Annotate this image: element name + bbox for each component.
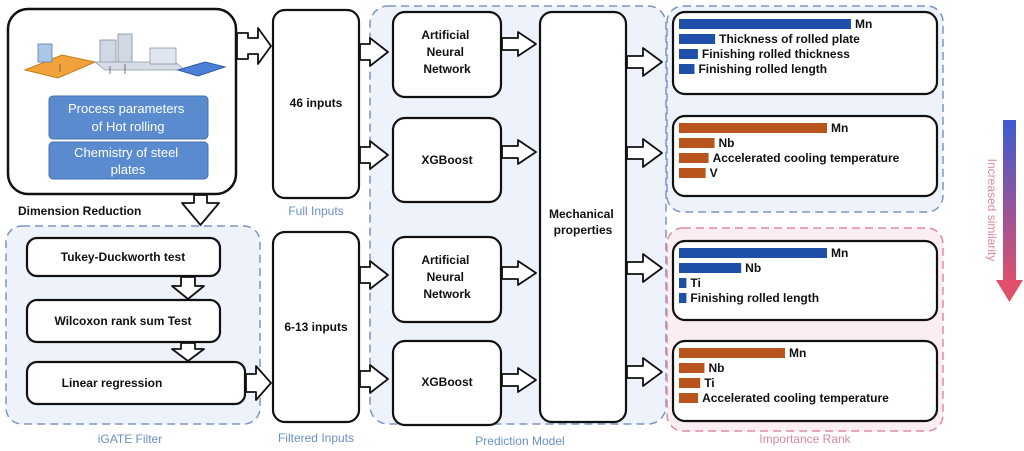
- importance-label-3-1: Mn: [831, 246, 848, 260]
- importance-label-3-4: Finishing rolled length: [690, 291, 819, 305]
- process-parameters-box: [48, 95, 209, 140]
- process-parameters-text: Process parameters of Hot rolling: [68, 101, 188, 134]
- arrow-mech-to-panel2: [626, 138, 663, 168]
- tukey-duckworth-box: [25, 236, 222, 278]
- chemistry-text: Chemistry of steel plates: [74, 145, 182, 177]
- importance-bar-4-4: [679, 393, 699, 403]
- importance-label-3-2: Nb: [745, 261, 761, 275]
- importance-bar-2-2: [679, 138, 715, 148]
- importance-panel-4: [671, 339, 939, 423]
- wilcoxon-box: [25, 298, 222, 344]
- increased-similarity-label: Increased similarity: [985, 159, 999, 262]
- filtered-inputs-box: [271, 230, 361, 424]
- igate-filter-label: iGATE Filter: [98, 432, 162, 446]
- importance-bar-4-1: [679, 348, 785, 358]
- arrow-full-to-xgb: [359, 140, 389, 170]
- importance-bar-2-3: [679, 153, 709, 163]
- arrow-mech-to-panel4: [626, 357, 663, 387]
- importance-bar-1-1: [679, 19, 851, 29]
- importance-label-1-4: Finishing rolled length: [698, 62, 827, 76]
- importance-bar-2-4: [679, 168, 706, 178]
- importance-panel-3: [671, 239, 939, 322]
- importance-bar-3-3: [679, 278, 687, 288]
- full-inputs-box: [271, 8, 361, 200]
- wilcoxon-text: Wilcoxon rank sum Test: [54, 314, 191, 328]
- chemistry-box: [48, 141, 209, 180]
- arrow-input-to-igate: [181, 194, 220, 226]
- importance-label-4-4: Accelerated cooling temperature: [702, 391, 889, 405]
- ann-model-text-1: Artificial Neural Network: [421, 28, 472, 76]
- importance-label-4-3: Ti: [704, 376, 714, 390]
- importance-label-2-4: V: [710, 166, 718, 180]
- importance-label-2-1: Mn: [831, 121, 848, 135]
- importance-label-1-3: Finishing rolled thickness: [702, 47, 850, 61]
- ann-model-text-2: Artificial Neural Network: [421, 253, 472, 301]
- full-inputs-label: Full Inputs: [288, 204, 343, 218]
- similarity-arrow-shaft: [1003, 120, 1016, 284]
- prediction-model-label: Prediction Model: [475, 434, 564, 448]
- rolling-mill-illustration: [23, 33, 227, 79]
- tukey-duckworth-text: Tukey-Duckworth test: [61, 250, 185, 264]
- importance-bar-3-4: [679, 293, 687, 303]
- importance-label-4-2: Nb: [708, 361, 724, 375]
- xgboost-model-box-1: [391, 116, 503, 204]
- arrow-xgb1-to-mech: [501, 139, 537, 165]
- linear-regression-box: [25, 360, 247, 406]
- importance-bar-4-3: [679, 378, 701, 388]
- importance-bar-1-4: [679, 64, 695, 74]
- arrow-filtered-to-xgb: [359, 364, 389, 394]
- arrow-mech-to-panel1: [626, 47, 663, 77]
- mechanical-properties-text: Mechanical properties: [549, 207, 617, 237]
- xgboost-model-text-1: XGBoost: [421, 153, 472, 167]
- importance-bar-3-1: [679, 248, 827, 258]
- dimension-reduction-label: Dimension Reduction: [18, 204, 141, 218]
- arrow-input-to-full: [236, 27, 272, 65]
- ann-model-box-1: [391, 10, 503, 99]
- importance-panel-2: [671, 114, 939, 198]
- importance-bar-4-2: [679, 363, 705, 373]
- importance-bar-2-1: [679, 123, 827, 133]
- similarity-arrow-head: [996, 280, 1023, 302]
- flow-arrows: [171, 27, 663, 401]
- arrow-filtered-to-ann: [359, 260, 389, 290]
- arrow-ann1-to-mech: [501, 31, 537, 57]
- filtered-inputs-label: Filtered Inputs: [278, 431, 354, 445]
- importance-panel-1: [671, 10, 939, 96]
- mechanical-properties-box: [538, 10, 628, 424]
- importance-bar-3-2: [679, 263, 742, 273]
- arrow-full-to-ann: [359, 37, 389, 67]
- arrow-ann2-to-mech: [501, 260, 537, 286]
- importance-label-2-3: Accelerated cooling temperature: [713, 151, 900, 165]
- arrow-mech-to-panel3: [626, 253, 663, 283]
- xgboost-model-text-2: XGBoost: [421, 375, 472, 389]
- importance-rank-label: Importance Rank: [759, 432, 851, 446]
- importance-bar-1-2: [679, 34, 716, 44]
- importance-label-3-3: Ti: [690, 276, 700, 290]
- importance-label-2-2: Nb: [719, 136, 735, 150]
- importance-bar-1-3: [679, 49, 698, 59]
- arrow-wilcoxon-to-regression: [171, 342, 205, 362]
- arrow-regression-to-filtered: [245, 365, 272, 401]
- importance-label-4-1: Mn: [789, 346, 806, 360]
- arrow-tukey-to-wilcoxon: [171, 276, 205, 300]
- importance-label-1-2: Thickness of rolled plate: [719, 32, 860, 46]
- full-inputs-count: 46 inputs: [290, 96, 343, 110]
- importance-label-1-1: Mn: [855, 17, 872, 31]
- xgboost-model-box-2: [391, 339, 503, 427]
- linear-regression-text: Linear regression: [62, 376, 163, 390]
- arrow-xgb2-to-mech: [501, 367, 537, 393]
- filtered-inputs-count: 6-13 inputs: [284, 320, 348, 334]
- ann-model-box-2: [391, 235, 503, 324]
